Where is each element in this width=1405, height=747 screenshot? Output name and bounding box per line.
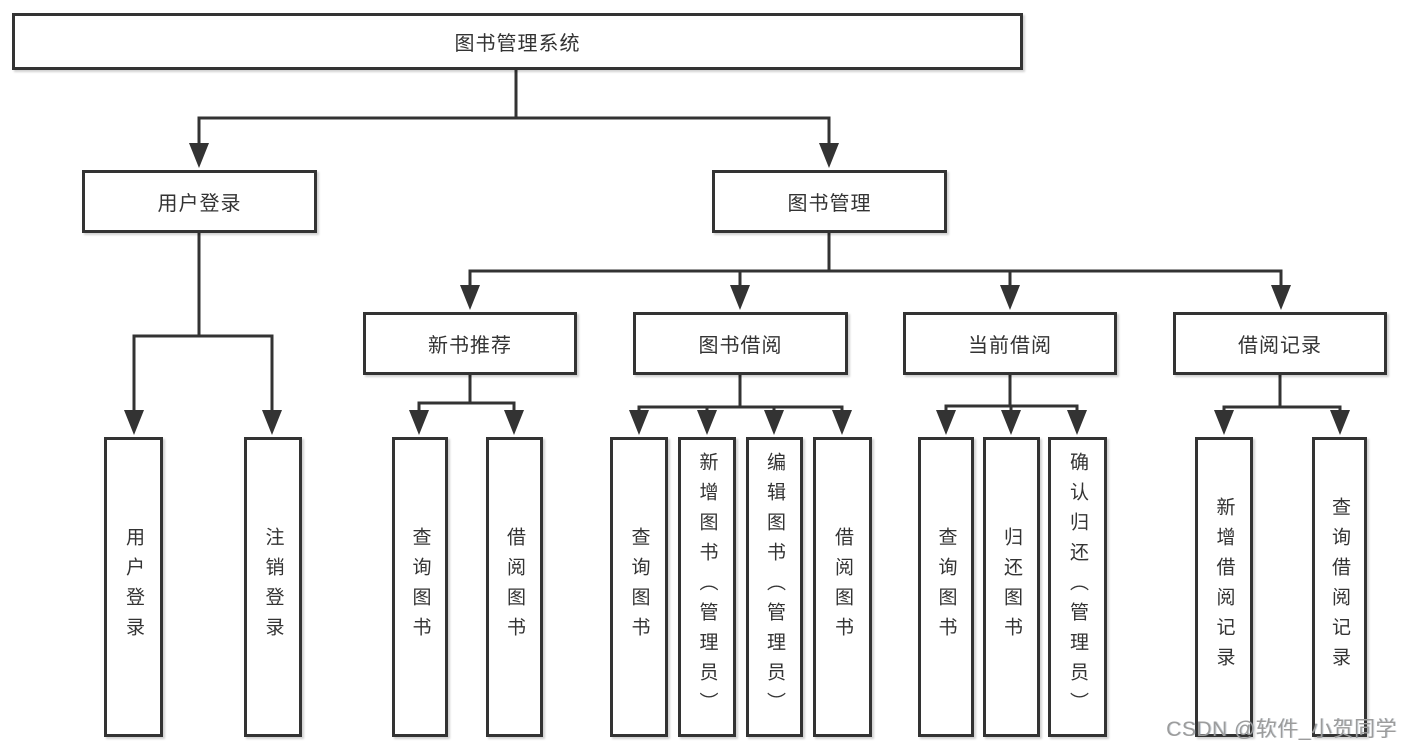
- node-leaf-return-book-label: 归还图书: [1001, 527, 1022, 647]
- node-book-borrow-label: 图书借阅: [698, 335, 783, 357]
- watermark: CSDN @软件_小贺同学: [1166, 718, 1397, 741]
- node-root-label: 图书管理系统: [454, 33, 581, 55]
- node-leaf-recommend-borrow-book-label: 借阅图书: [504, 527, 525, 647]
- node-leaf-confirm-return-admin-label: 确认归还（管理员）: [1067, 452, 1088, 722]
- node-user-login-label: 用户登录: [157, 193, 242, 215]
- node-leaf-borrow-book-label: 借阅图书: [832, 527, 853, 647]
- node-leaf-add-borrow-record: 新增借阅记录: [1195, 437, 1253, 737]
- node-new-book-recommend-label: 新书推荐: [428, 335, 512, 357]
- node-book-borrow: 图书借阅: [633, 312, 848, 375]
- node-leaf-add-book-admin-label: 新增图书（管理员）: [696, 452, 718, 722]
- node-root: 图书管理系统: [12, 13, 1023, 70]
- node-leaf-current-query-book: 查询图书: [918, 437, 974, 737]
- node-book-management-label: 图书管理: [787, 193, 872, 215]
- node-user-login: 用户登录: [82, 170, 317, 233]
- node-leaf-borrow-query-book-label: 查询图书: [628, 527, 650, 647]
- node-borrow-records-label: 借阅记录: [1238, 335, 1322, 357]
- node-leaf-edit-book-admin: 编辑图书（管理员）: [746, 437, 803, 737]
- node-leaf-logout: 注销登录: [244, 437, 302, 737]
- node-leaf-logout-label: 注销登录: [262, 527, 284, 647]
- node-leaf-recommend-query-book-label: 查询图书: [409, 527, 431, 647]
- node-leaf-recommend-query-book: 查询图书: [392, 437, 448, 737]
- node-leaf-borrow-book: 借阅图书: [813, 437, 872, 737]
- node-leaf-current-query-book-label: 查询图书: [935, 527, 957, 647]
- node-borrow-records: 借阅记录: [1173, 312, 1387, 375]
- node-leaf-borrow-query-book: 查询图书: [610, 437, 668, 737]
- node-leaf-query-borrow-record: 查询借阅记录: [1312, 437, 1367, 737]
- node-leaf-edit-book-admin-label: 编辑图书（管理员）: [764, 452, 785, 722]
- node-new-book-recommend: 新书推荐: [363, 312, 577, 375]
- node-leaf-recommend-borrow-book: 借阅图书: [486, 437, 543, 737]
- node-leaf-query-borrow-record-label: 查询借阅记录: [1329, 497, 1350, 677]
- node-current-borrow-label: 当前借阅: [968, 335, 1052, 357]
- node-leaf-user-login: 用户登录: [104, 437, 163, 737]
- node-leaf-return-book: 归还图书: [983, 437, 1040, 737]
- node-leaf-add-borrow-record-label: 新增借阅记录: [1213, 497, 1235, 677]
- node-leaf-confirm-return-admin: 确认归还（管理员）: [1048, 437, 1107, 737]
- node-book-management: 图书管理: [712, 170, 947, 233]
- node-current-borrow: 当前借阅: [903, 312, 1117, 375]
- node-leaf-add-book-admin: 新增图书（管理员）: [678, 437, 736, 737]
- node-leaf-user-login-label: 用户登录: [123, 527, 144, 647]
